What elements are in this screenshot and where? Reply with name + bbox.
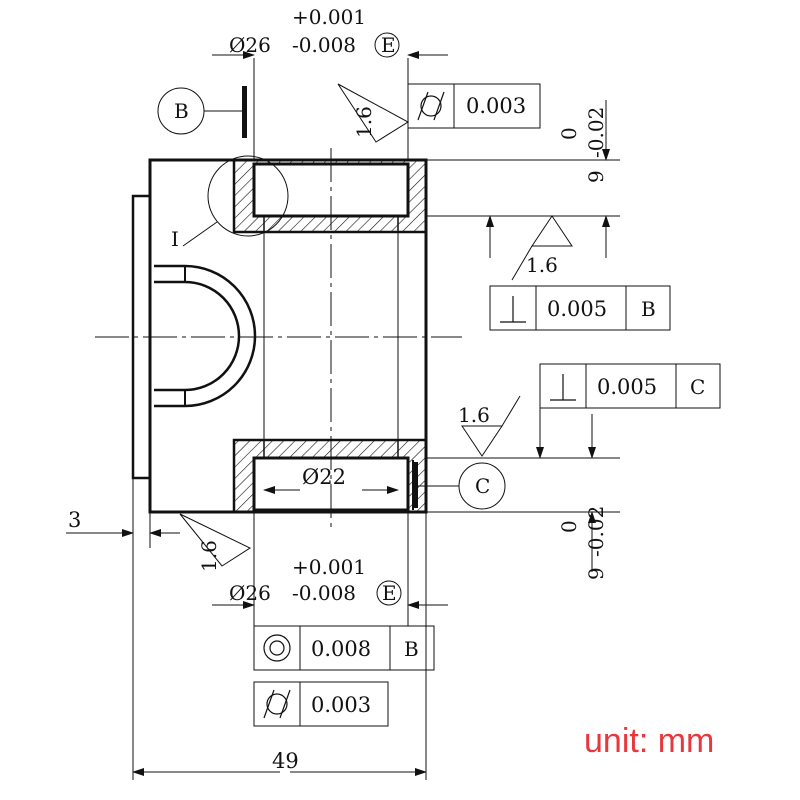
step-dimension-value: 3 <box>68 508 81 532</box>
detail-marker-label: I <box>171 227 179 251</box>
roughness-top-value: 1.6 <box>352 106 376 138</box>
roughness-top: 1.6 <box>337 83 409 143</box>
cylindricity-frame-bottom: 0.003 <box>253 681 389 727</box>
datum-b-letter: B <box>174 99 189 123</box>
step-dimension: 3 <box>66 478 180 780</box>
width-lower-nominal: 9 <box>584 567 608 580</box>
width-upper-nominal: 9 <box>584 170 608 183</box>
bottom-envelope-letter: E <box>382 581 397 605</box>
centre-lines <box>95 148 462 528</box>
bottom-envelope-circle <box>376 580 402 606</box>
width-lower-zero: 0 <box>557 520 581 533</box>
bore-diameter-value: Ø22 <box>302 465 346 489</box>
cylindricity-frame-top: 0.003 <box>407 83 541 129</box>
concentricity-icon <box>263 634 291 662</box>
top-envelope-circle <box>374 32 400 58</box>
roughness-right-lower-value: 1.6 <box>458 403 490 427</box>
concentricity-b-tolerance: 0.008 <box>311 637 371 661</box>
cylindricity-bottom-tolerance: 0.003 <box>311 693 371 717</box>
width-upper-dimension: 9 -0.02 0 <box>426 100 620 258</box>
top-diameter-dimension: +0.001 Ø26 -0.008 E <box>212 5 448 160</box>
concentricity-b-datum: B <box>404 637 419 661</box>
roughness-left-lower: 1.6 <box>179 513 252 572</box>
roughness-left-lower-value: 1.6 <box>197 540 221 572</box>
perpendicularity-b-tolerance: 0.005 <box>547 297 607 321</box>
perpendicularity-b-datum: B <box>641 297 656 321</box>
datum-c: C <box>413 462 506 510</box>
top-bearing-seat <box>232 158 428 234</box>
overall-dimension: 49 <box>132 512 427 780</box>
bottom-bearing-seat <box>232 438 428 514</box>
roughness-right-lower: 1.6 <box>458 395 521 457</box>
perpendicularity-icon <box>500 296 526 323</box>
width-lower-dimension: 9 -0.02 0 <box>426 414 620 580</box>
bottom-lower-tolerance: -0.008 <box>292 581 356 605</box>
perpendicularity-frame-c: 0.005 C <box>536 363 721 459</box>
detail-circle: I <box>171 155 289 251</box>
perpendicularity-frame-b: 0.005 B <box>489 285 671 331</box>
bottom-nominal-diameter: Ø26 <box>229 581 271 605</box>
perpendicularity-icon <box>550 374 576 401</box>
roughness-right-upper-value: 1.6 <box>526 253 558 277</box>
bottom-diameter-dimension: +0.001 Ø26 -0.008 E <box>212 512 448 626</box>
top-envelope-letter: E <box>381 33 396 57</box>
width-lower-tolerance: -0.02 <box>584 506 608 557</box>
width-upper-tolerance: -0.02 <box>584 107 608 158</box>
top-nominal-diameter: Ø26 <box>229 33 271 57</box>
cylindricity-icon <box>263 689 291 719</box>
bore-outline <box>263 232 399 440</box>
unit-note: unit: mm <box>584 722 714 760</box>
concentricity-frame-b: 0.008 B <box>253 625 435 671</box>
cylindricity-icon <box>417 91 445 121</box>
roughness-right-upper: 1.6 <box>511 215 573 281</box>
top-upper-tolerance: +0.001 <box>292 5 366 29</box>
width-upper-zero: 0 <box>557 127 581 140</box>
perpendicularity-c-tolerance: 0.005 <box>597 375 657 399</box>
cylindricity-top-tolerance: 0.003 <box>466 94 526 118</box>
datum-b: B <box>157 86 247 138</box>
top-lower-tolerance: -0.008 <box>292 33 356 57</box>
bottom-upper-tolerance: +0.001 <box>292 555 366 579</box>
bore-diameter-dimension: Ø22 <box>263 465 399 494</box>
datum-c-letter: C <box>475 474 490 498</box>
overall-dimension-value: 49 <box>272 749 299 773</box>
perpendicularity-c-datum: C <box>690 375 705 399</box>
